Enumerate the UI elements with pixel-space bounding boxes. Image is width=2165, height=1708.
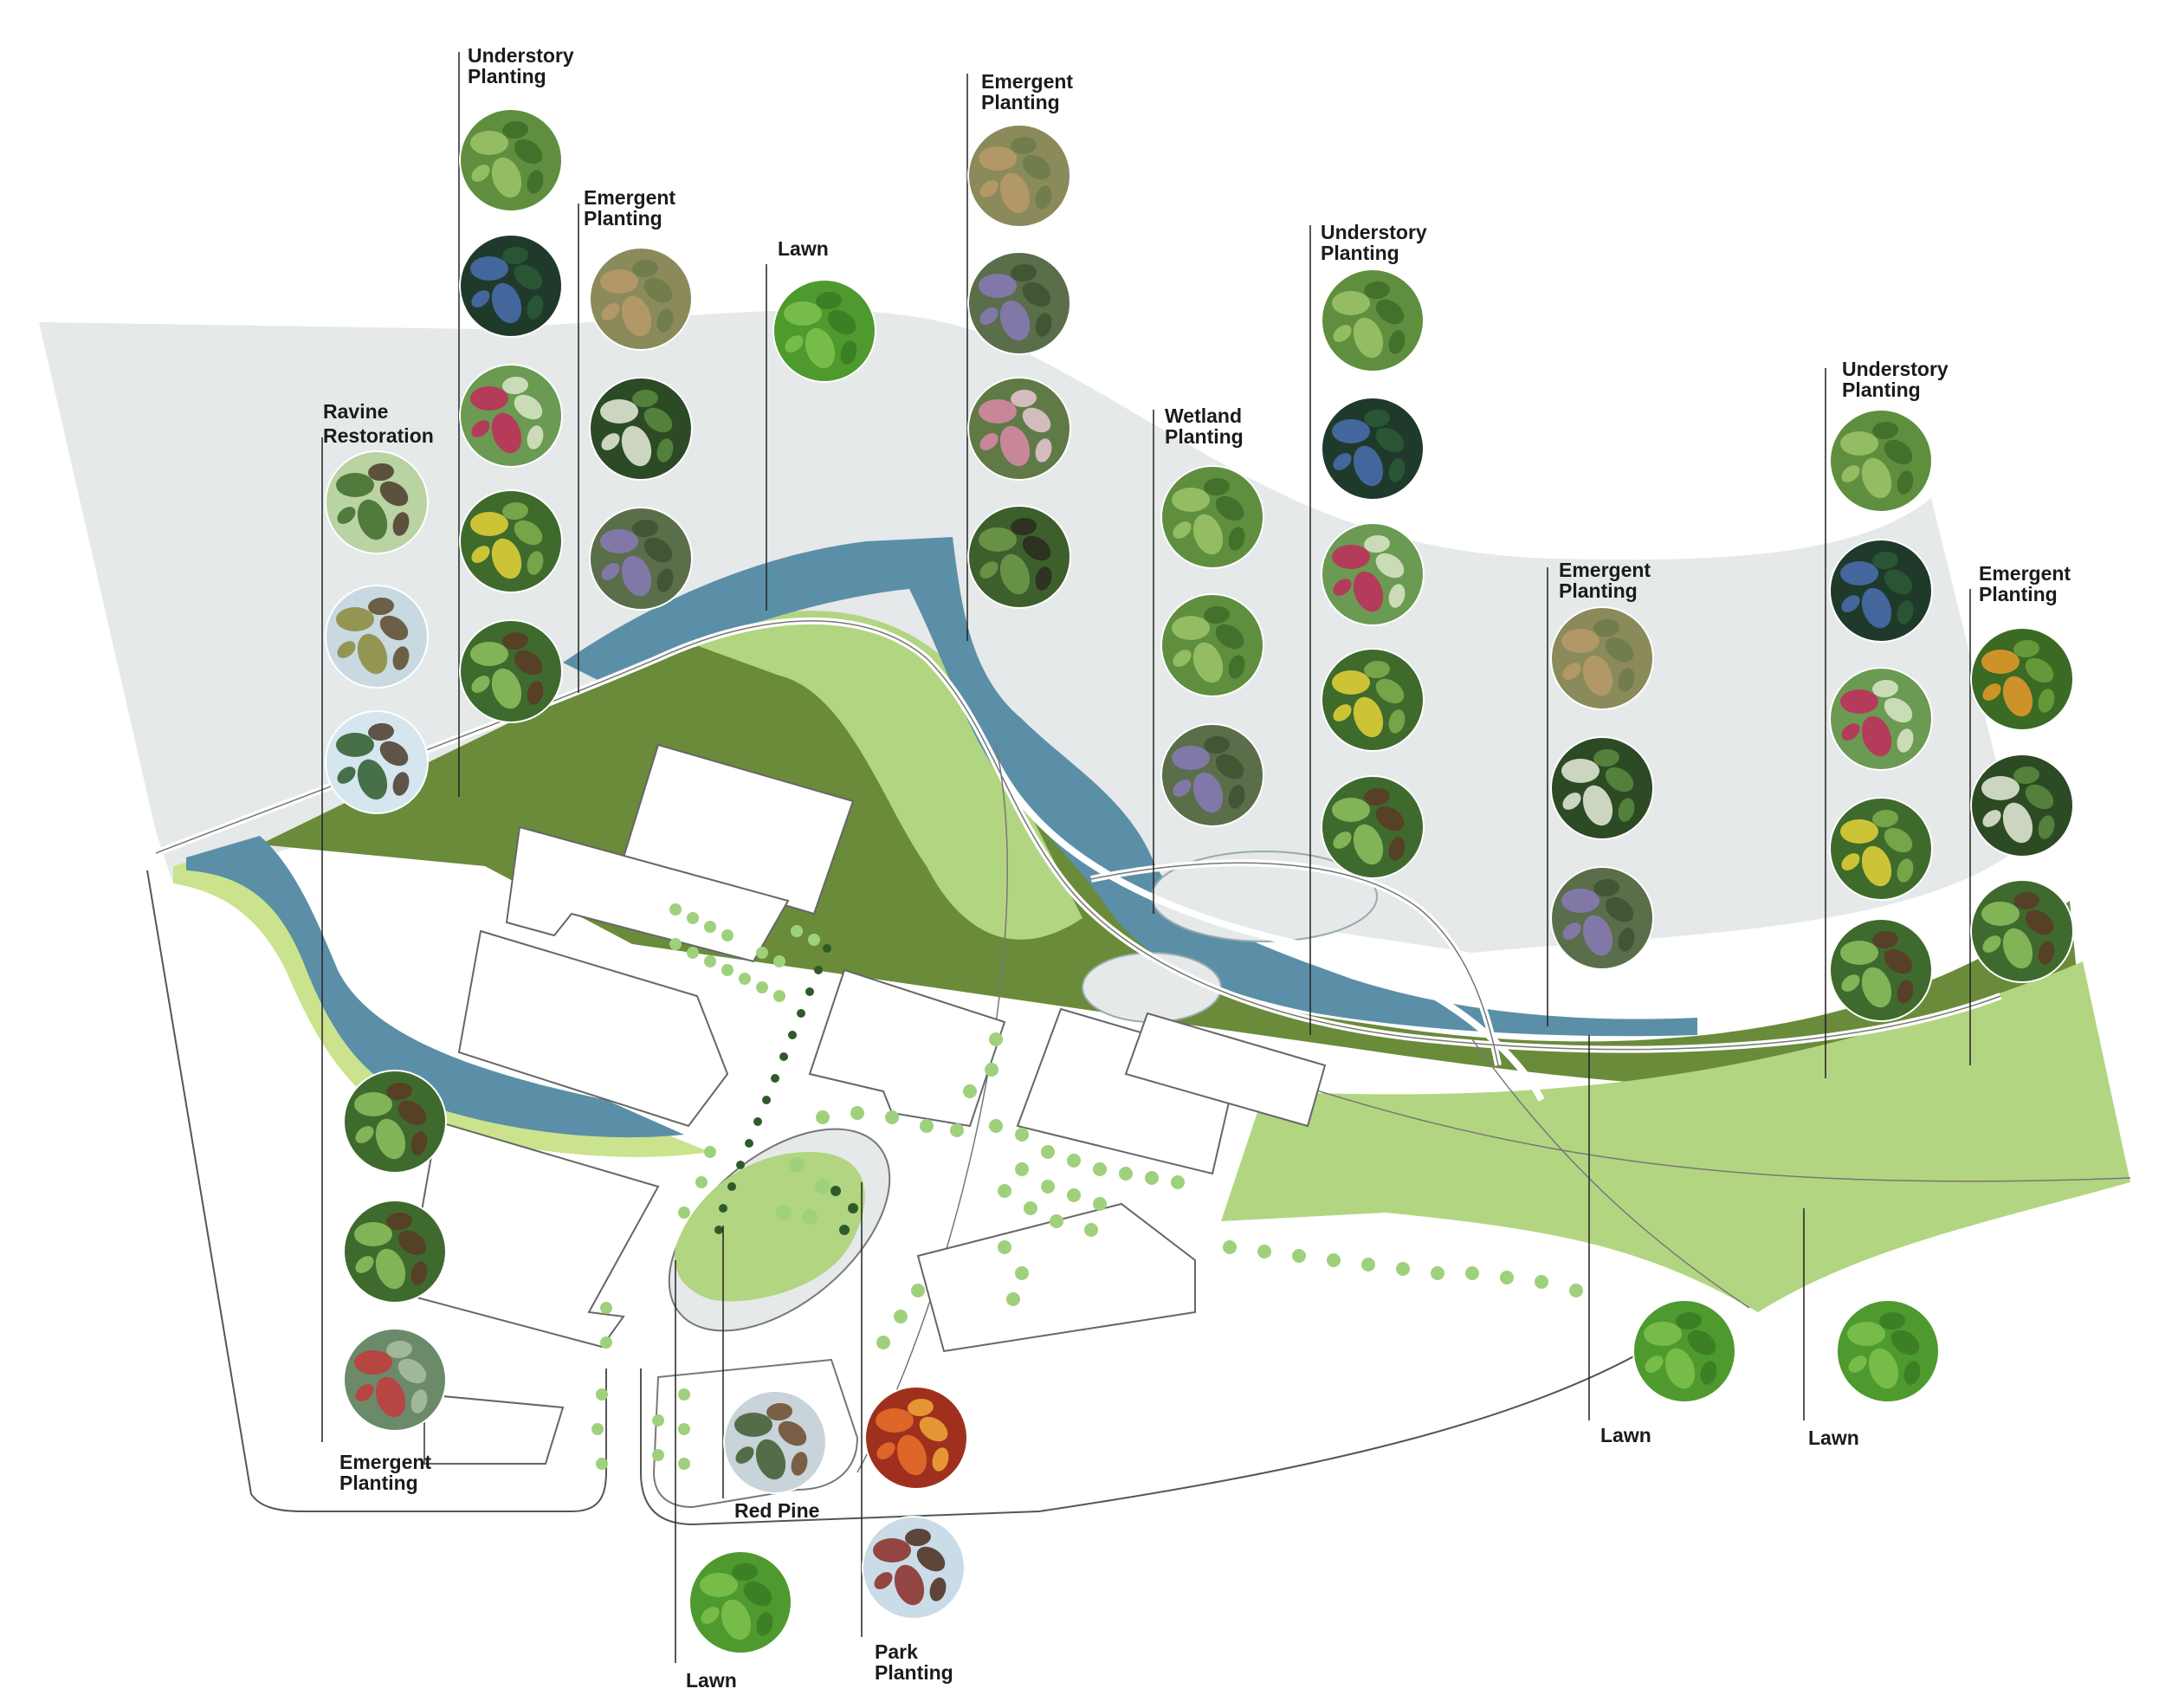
swatch-lawn-d-1-grass	[1836, 1299, 1940, 1403]
pond-south	[1082, 952, 1222, 1023]
buildings	[405, 743, 1327, 1465]
planting-swatches	[325, 108, 2074, 1654]
swatch-understory-b-1-leaf	[1321, 268, 1425, 372]
swatch-emergent-b-4-berry-shrub	[967, 505, 1071, 609]
swatch-understory-c-2-blueberry	[1829, 539, 1933, 643]
label-red-pine: Red Pine	[734, 1499, 819, 1522]
building-2	[505, 825, 790, 963]
swatch-emergent-e-2-fern	[343, 1200, 447, 1304]
building-6	[1124, 1012, 1327, 1128]
swatch-lawn-b-1-grass	[688, 1550, 792, 1654]
swatch-emergent-d-1-orange-flower	[1970, 627, 2074, 731]
swatch-ravine-2-oak-tree-autumn	[325, 585, 429, 689]
swatch-emergent-b-1-sedge	[967, 124, 1071, 228]
swatch-understory-b-4-yellow-flower	[1321, 648, 1425, 752]
swatch-understory-c-5-fern	[1829, 918, 1933, 1022]
swatch-lawn-a-1-grass	[772, 279, 876, 383]
swatch-understory-a-1-leaf	[459, 108, 563, 212]
swatch-emergent-b-3-pink-flower	[967, 377, 1071, 481]
swatch-emergent-c-3-purple-flower	[1550, 866, 1654, 970]
swatch-park-1-red-tree	[862, 1516, 966, 1620]
swatch-wetland-1-leaf	[1160, 465, 1264, 569]
swatch-emergent-a-1-sedge	[589, 247, 693, 351]
swatch-wetland-3-purple-flower	[1160, 723, 1264, 827]
site-boundary	[146, 870, 1698, 1526]
swatch-understory-c-3-raspberry	[1829, 667, 1933, 771]
oval-lawn	[675, 1152, 865, 1302]
swatch-understory-b-2-blueberry	[1321, 397, 1425, 501]
swatch-emergent-d-2-white-flower	[1970, 754, 2074, 857]
swatch-understory-c-4-yellow-flower	[1829, 797, 1933, 901]
lawn-upper	[684, 611, 1082, 940]
tree-dots-light	[591, 903, 1583, 1470]
label-lawn-c: Lawn	[1600, 1424, 1651, 1446]
swatch-emergent-a-3-purple-flower	[589, 507, 693, 611]
swatch-understory-a-3-raspberry	[459, 364, 563, 468]
swatch-ravine-1-oak-tree	[325, 450, 429, 554]
swatch-understory-a-4-yellow-flower	[459, 489, 563, 593]
swatch-red-pine-2-autumn-maple	[864, 1386, 968, 1490]
swatch-emergent-e-3-red-flower	[343, 1328, 447, 1432]
tree-dots-dark	[714, 944, 858, 1235]
lawn-east	[1221, 961, 2130, 1312]
ravine-stream	[186, 836, 684, 1138]
label-lawn-d: Lawn	[1808, 1427, 1859, 1449]
swatch-understory-a-2-blueberry	[459, 234, 563, 338]
swatch-emergent-c-1-sedge	[1550, 606, 1654, 710]
swatch-emergent-a-2-white-flower	[589, 377, 693, 481]
swatch-understory-c-1-leaf	[1829, 409, 1933, 513]
south-drive	[652, 1358, 859, 1509]
swatch-emergent-e-1-fern	[343, 1070, 447, 1174]
swatch-understory-b-3-raspberry	[1321, 522, 1425, 626]
leader-lines	[321, 52, 1971, 1663]
label-lawn-a: Lawn	[778, 237, 829, 260]
upland-area	[39, 310, 2018, 953]
swatch-wetland-2-leaf	[1160, 593, 1264, 697]
building-3	[457, 929, 729, 1128]
building-9	[423, 1393, 565, 1465]
swatch-red-pine-1-pine-forest	[723, 1390, 827, 1494]
woodland-area	[260, 632, 2083, 1090]
swatch-understory-b-5-fern	[1321, 775, 1425, 879]
swatch-emergent-c-2-white-flower	[1550, 736, 1654, 840]
building-8	[916, 1202, 1196, 1353]
swatch-emergent-d-3-fern	[1970, 879, 2074, 983]
swatch-ravine-3-oak-tree-sky	[325, 710, 429, 814]
base-plan	[39, 310, 2131, 1526]
swatch-lawn-c-1-grass	[1632, 1299, 1736, 1403]
swatch-understory-a-5-fern	[459, 619, 563, 723]
swatch-emergent-b-2-purple-flower	[967, 251, 1071, 355]
path-outlines	[155, 620, 2131, 1473]
label-lawn-b: Lawn	[686, 1669, 737, 1692]
